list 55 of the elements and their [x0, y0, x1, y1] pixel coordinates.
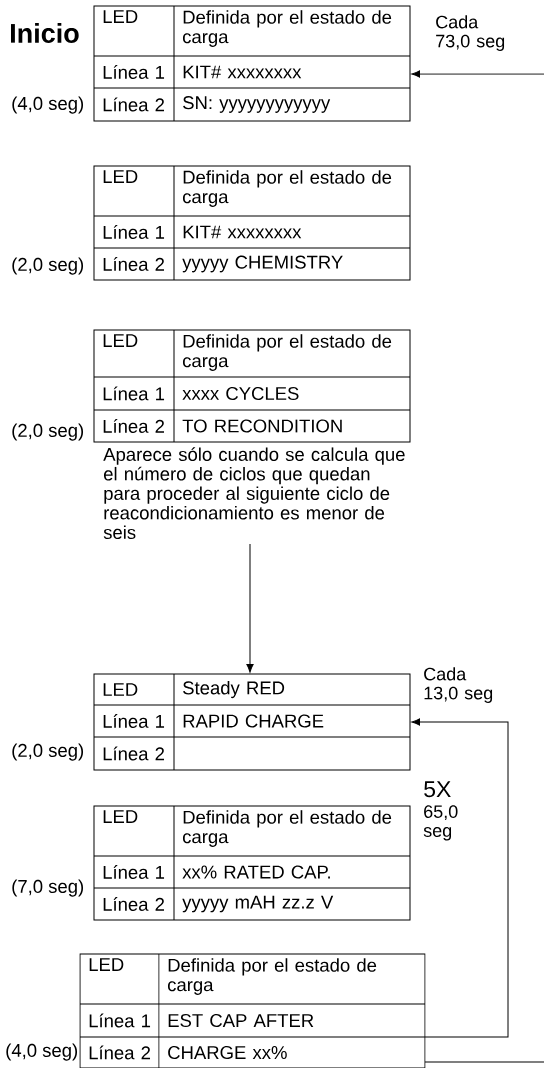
status-table [93, 329, 411, 443]
cell-text: LED [103, 683, 138, 696]
duration-label: (7,0 seg) [12, 879, 84, 897]
duration-label: (4,0 seg) [12, 96, 84, 114]
interval-label: 5X [424, 781, 451, 798]
cell-text: Línea 2 [89, 1045, 150, 1060]
duration-label: (4,0 seg) [6, 1043, 78, 1061]
cell-text: Línea 1 [89, 1013, 151, 1028]
duration-label: (2,0 seg) [12, 743, 84, 761]
cell-text: Línea 2 [103, 419, 164, 433]
cell-text: xxxx CYCLES [182, 386, 299, 401]
cell-text: LED [103, 334, 138, 347]
start-label: Inicio [11, 23, 79, 43]
status-table [93, 673, 411, 771]
cell-text: Definida por el estado de carga [183, 334, 392, 371]
cell-text: Línea 2 [103, 97, 164, 112]
status-table [93, 165, 411, 281]
status-table [93, 5, 411, 122]
cell-text: LED [103, 170, 138, 183]
cell-text: Definida por el estado de carga [183, 170, 392, 207]
cell-text: EST CAP AFTER [168, 1013, 314, 1028]
cell-text: LED [89, 958, 124, 971]
cell-text: KIT# xxxxxxxx [183, 65, 302, 79]
cell-text: Definida por el estado de carga [183, 10, 392, 47]
arrow [411, 70, 544, 78]
cell-text: RAPID CHARGE [183, 714, 324, 728]
status-table [79, 953, 426, 1068]
cell-text: Línea 1 [103, 865, 165, 879]
cell-text: yyyyy CHEMISTRY [182, 255, 343, 273]
cell-text: KIT# xxxxxxxx [183, 225, 302, 239]
note-text: Aparece sólo cuando se calcula que el número de ciclos que quedan para proceder al siguiente ciclo de reacondicionamiento es menor de seis [103, 447, 405, 539]
cell-text: Línea 1 [103, 65, 165, 79]
cell-text: Definida por el estado de carga [183, 810, 392, 847]
cell-text: Línea 2 [103, 257, 164, 271]
cell-text: Steady RED [183, 680, 285, 699]
cell-text: Línea 1 [103, 225, 165, 239]
cell-text: LED [103, 810, 138, 823]
cell-text: Línea 2 [103, 897, 164, 911]
cell-text: Definida por el estado de carga [168, 958, 377, 995]
interval-label: Cada 73,0 seg [436, 15, 505, 51]
cell-text: TO RECONDITION [182, 419, 342, 433]
cell-text: yyyyy mAH zz.z V [182, 895, 334, 913]
cell-text: Línea 1 [103, 386, 165, 401]
cell-text: Línea 1 [103, 714, 165, 728]
cell-text: CHARGE xx% [168, 1045, 287, 1060]
cell-text: xx% RATED CAP. [182, 865, 330, 879]
duration-label: (2,0 seg) [12, 257, 84, 275]
duration-label: (2,0 seg) [12, 423, 84, 441]
status-table [93, 805, 411, 921]
cell-text: SN: yyyyyyyyyyyy [183, 96, 331, 113]
arrow [246, 543, 254, 673]
cell-text: LED [103, 10, 138, 23]
arrow [411, 718, 509, 1038]
cell-text: Línea 2 [103, 746, 164, 761]
interval-label: 65,0 seg [423, 805, 458, 841]
